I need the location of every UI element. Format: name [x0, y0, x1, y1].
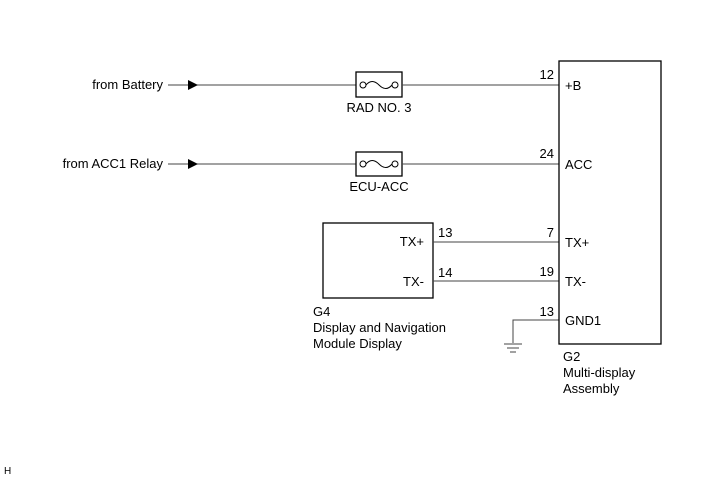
g2-code: G2: [563, 349, 580, 364]
arrow-icon: [188, 80, 198, 90]
g4-name-line2: Module Display: [313, 336, 402, 351]
g2-pin-num-12: 12: [540, 67, 554, 82]
arrow-icon: [188, 159, 198, 169]
g2-component: +B ACC TX+ TX- GND1 G2 Multi-display Ass…: [558, 60, 662, 396]
g2-pin-name-txp: TX+: [565, 235, 589, 250]
g4-box: [322, 222, 434, 299]
g2-pin-num-13: 13: [540, 304, 554, 319]
g4-component: TX+ TX- 13 14 G4 Display and Navigation …: [313, 222, 452, 351]
fuse-label-ecu-acc: ECU-ACC: [349, 179, 408, 194]
g4-pin-name-txp: TX+: [400, 234, 424, 249]
g2-name-line2: Assembly: [563, 381, 620, 396]
g2-pin-name-txm: TX-: [565, 274, 586, 289]
battery-circuit: from Battery RAD NO. 3 12: [92, 67, 559, 115]
wire-gnd: [512, 319, 559, 343]
g4-name-line1: Display and Navigation: [313, 320, 446, 335]
ground-circuit: 13: [504, 304, 559, 353]
fuse-icon: [359, 160, 399, 168]
fuse-icon: [359, 81, 399, 89]
source-label-battery: from Battery: [92, 77, 163, 92]
g4-pin-name-txm: TX-: [403, 274, 424, 289]
footer-mark: H: [4, 466, 11, 477]
source-label-acc1-relay: from ACC1 Relay: [63, 156, 164, 171]
g2-box: [558, 60, 662, 345]
g2-pin-name-acc: ACC: [565, 157, 592, 172]
g2-pin-name-gnd1: GND1: [565, 313, 601, 328]
g2-pin-num-19: 19: [540, 264, 554, 279]
g4-code: G4: [313, 304, 330, 319]
g2-pin-num-24: 24: [540, 146, 554, 161]
fuse-label-rad-no3: RAD NO. 3: [346, 100, 411, 115]
g2-pin-name-plusb: +B: [565, 78, 581, 93]
g2-name-line1: Multi-display: [563, 365, 636, 380]
g4-pin-num-14: 14: [438, 265, 452, 280]
acc-circuit: from ACC1 Relay ECU-ACC 24: [63, 146, 559, 194]
g4-pin-num-13: 13: [438, 225, 452, 240]
g2-pin-num-7: 7: [547, 225, 554, 240]
